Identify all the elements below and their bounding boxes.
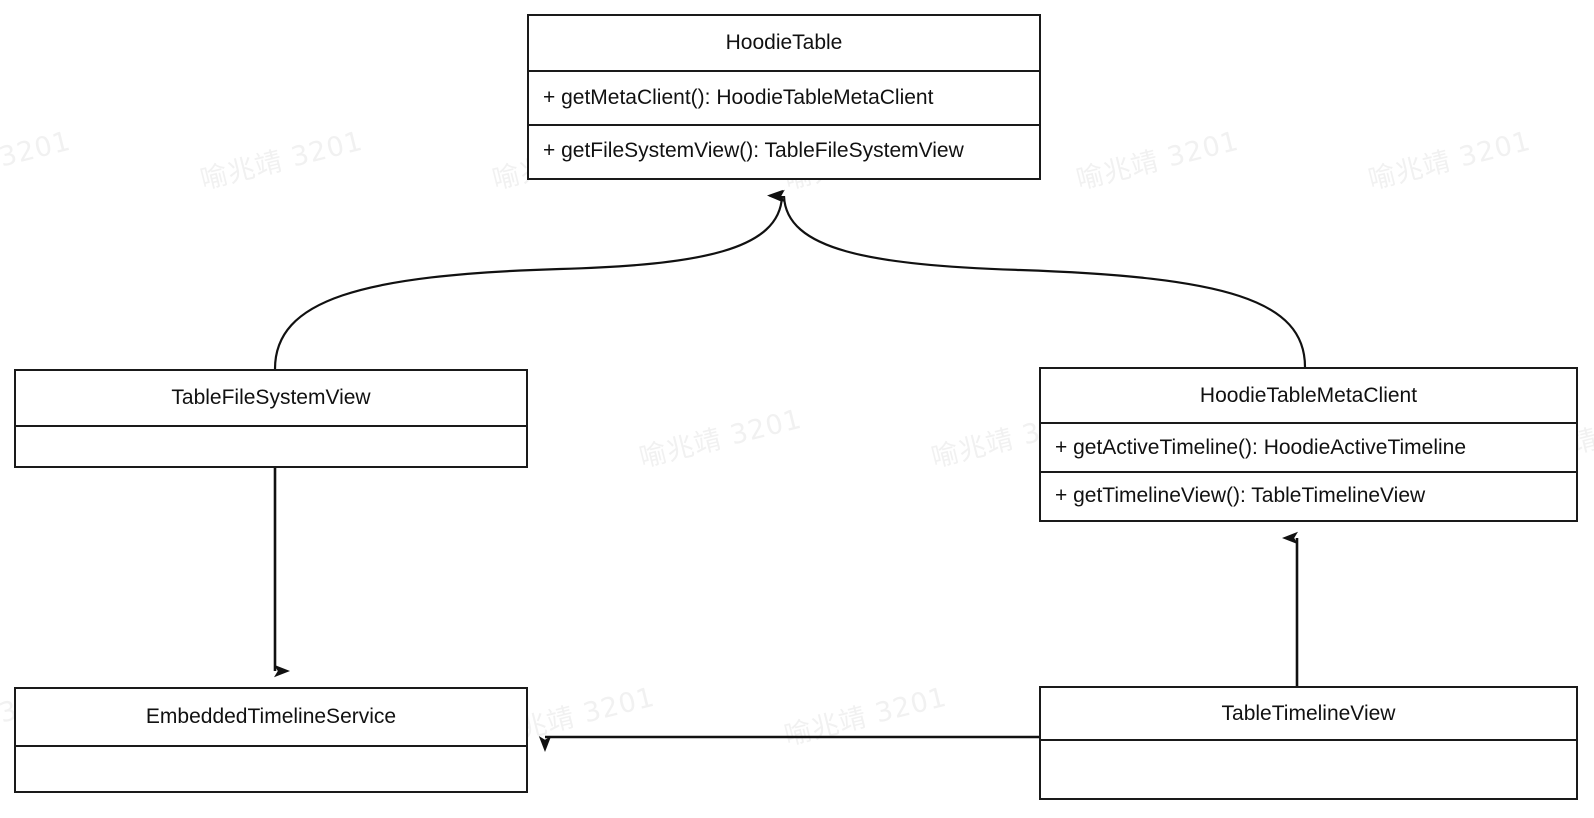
class-box-table-timeline-view[interactable]: TableTimelineView: [1039, 686, 1578, 800]
watermark-tile: 喻兆靖 3201: [781, 681, 951, 753]
watermark-tile: 喻兆靖 3201: [1073, 125, 1243, 197]
class-name-table-timeline-view: TableTimelineView: [1221, 701, 1396, 725]
class-member: + getTimelineView(): TableTimelineView: [1041, 471, 1576, 518]
class-name-hoodie-table: HoodieTable: [725, 31, 843, 54]
class-member: + getMetaClient(): HoodieTableMetaClient: [543, 86, 934, 109]
class-members-embedded-timeline-service: [16, 745, 526, 791]
class-members-table-file-system-view: [16, 425, 526, 466]
class-name-table-file-system-view: TableFileSystemView: [171, 386, 371, 409]
connector-tfsv-to-hoodietable: [273, 189, 784, 370]
class-members-hoodie-table-meta-client: + getActiveTimeline(): HoodieActiveTimel…: [1041, 422, 1576, 520]
class-box-embedded-timeline-service[interactable]: EmbeddedTimelineService: [14, 687, 528, 793]
class-box-hoodie-table-meta-client[interactable]: HoodieTableMetaClient + getActiveTimelin…: [1039, 367, 1578, 522]
watermark-tile: 喻兆靖 3201: [197, 125, 367, 197]
class-name-hoodie-table-meta-client: HoodieTableMetaClient: [1199, 383, 1418, 407]
class-members-table-timeline-view: [1041, 739, 1576, 798]
class-members-hoodie-table: + getMetaClient(): HoodieTableMetaClient…: [529, 70, 1039, 178]
watermark-tile: 喻兆靖 3201: [0, 125, 75, 196]
class-member: + getFileSystemView(): TableFileSystemVi…: [529, 124, 1039, 176]
watermark-tile: 喻兆靖 3201: [636, 403, 806, 475]
class-box-hoodie-table[interactable]: HoodieTable + getMetaClient(): HoodieTab…: [527, 14, 1041, 180]
class-box-table-file-system-view[interactable]: TableFileSystemView: [14, 369, 528, 468]
class-member: + getActiveTimeline(): HoodieActiveTimel…: [1055, 435, 1467, 459]
class-name-embedded-timeline-service: EmbeddedTimelineService: [145, 705, 397, 728]
watermark-tile: 喻兆靖 3201: [1365, 125, 1535, 197]
connector-htmc-to-hoodietable: [769, 189, 1307, 368]
